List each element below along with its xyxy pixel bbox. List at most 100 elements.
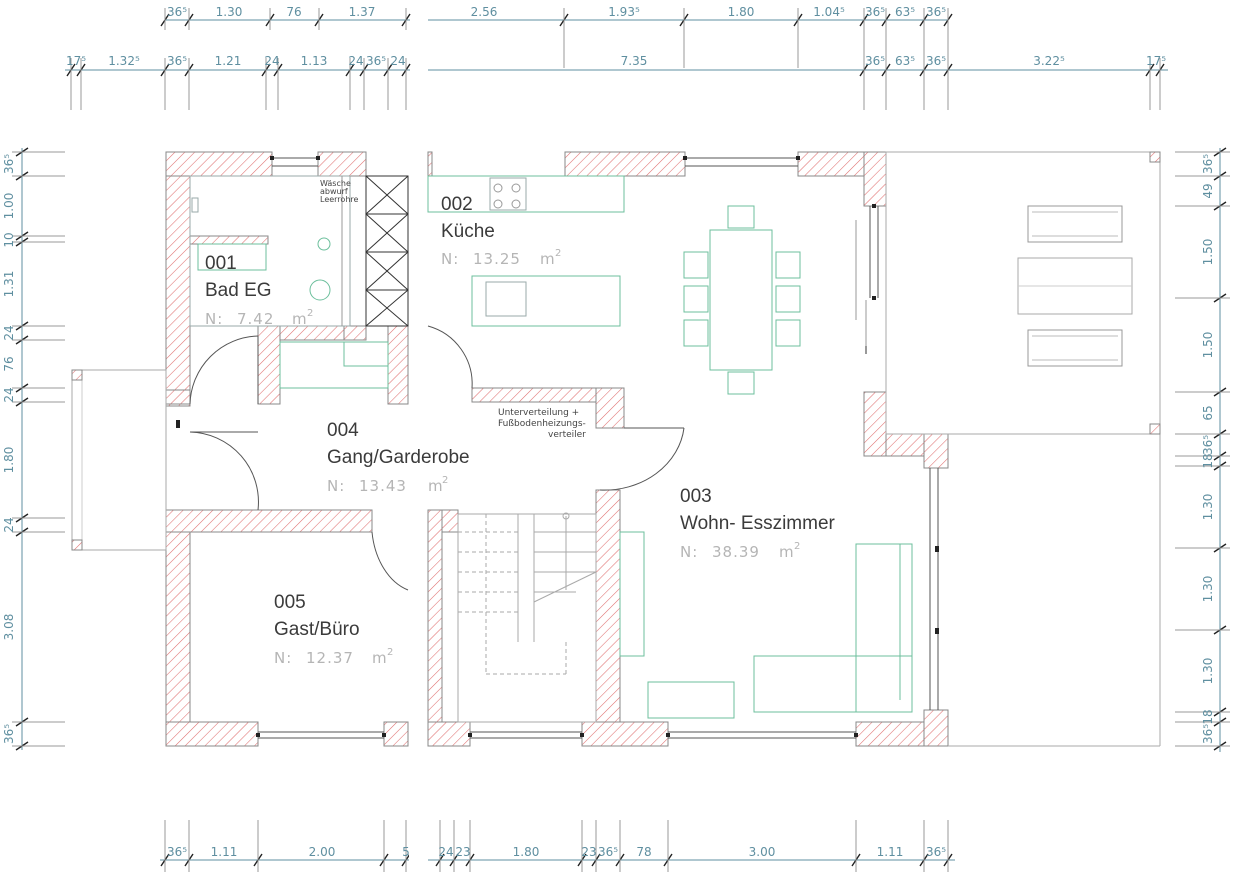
wall: [165, 509, 191, 747]
dim-label: 3.00: [749, 845, 776, 859]
room-area-exp: 2: [555, 248, 562, 259]
room-area-exp: 2: [442, 475, 449, 486]
room-area-prefix: N:: [327, 477, 345, 495]
dimension-labels-top-row-1: 36⁵ 1.30 76 1.37 2.56 1.93⁵ 1.80 1.04⁵ 3…: [167, 5, 946, 19]
room-area-prefix: N:: [441, 250, 459, 268]
dimension-right: 36⁵ 49 1.50 1.50 65 36⁵ 18 1.30 1.30 1.3…: [1175, 147, 1230, 752]
dim-label: 2.00: [309, 845, 336, 859]
room-area-value: 13.25: [473, 250, 521, 268]
note-line: Wäsche: [320, 179, 351, 188]
wall: [564, 151, 686, 177]
dim-label: 1.80: [2, 447, 16, 474]
stairs: [457, 512, 597, 723]
living-furniture: [619, 220, 913, 719]
wall: [923, 709, 949, 747]
dim-label: 2.56: [471, 5, 498, 19]
room-name: Küche: [441, 221, 495, 242]
walls: [165, 151, 949, 747]
dim-label: 1.30: [216, 5, 243, 19]
dim-label: 3.22⁵: [1033, 54, 1065, 68]
wall: [427, 721, 471, 747]
dim-label: 36⁵: [366, 54, 386, 68]
dim-label: 1.50: [1201, 239, 1215, 266]
dim-label: 63⁵: [895, 5, 915, 19]
dim-label: 76: [286, 5, 301, 19]
note-line: verteiler: [548, 430, 586, 440]
dim-label: 10: [2, 232, 16, 247]
wall: [165, 389, 191, 405]
dim-label: 63⁵: [895, 54, 915, 68]
room-area-prefix: N:: [205, 310, 223, 328]
dim-label: 1.30: [1201, 576, 1215, 603]
dim-label: 1.37: [349, 5, 376, 19]
dim-label: 1.50: [1201, 332, 1215, 359]
dim-label: 24: [390, 54, 405, 68]
dimension-labels-top-row-2: 17⁵ 1.32⁵ 36⁵ 1.21 24 1.13 24 36⁵ 24 7.3…: [66, 54, 1166, 68]
wall: [863, 391, 887, 457]
dim-label: 17⁵: [66, 54, 86, 68]
room-area-unit: m: [292, 310, 308, 328]
dim-label: 1.31: [2, 271, 16, 298]
room-name: Gang/Garderobe: [327, 447, 470, 468]
room-name: Gast/Büro: [274, 619, 360, 640]
wall: [595, 489, 621, 723]
room-area-unit: m: [779, 543, 795, 561]
dim-label: 36⁵: [598, 845, 618, 859]
wall: [189, 235, 269, 245]
dim-label: 36⁵: [926, 5, 946, 19]
room-name: Wohn- Esszimmer: [680, 513, 836, 534]
dim-label: 1.11: [877, 845, 904, 859]
room-number: 004: [327, 420, 359, 441]
dim-label: 18: [1201, 709, 1215, 724]
wall: [387, 325, 409, 405]
wall: [317, 151, 367, 177]
dim-label: 1.04⁵: [813, 5, 845, 19]
wall: [165, 721, 259, 747]
installation-shaft: [365, 175, 409, 327]
dim-label: 18: [1201, 453, 1215, 468]
room-number: 001: [205, 253, 237, 274]
room-number: 002: [441, 194, 473, 215]
dim-label: 24: [2, 325, 16, 340]
wall: [581, 721, 669, 747]
dimension-top-row-2: [65, 8, 1168, 110]
note-line: Leerrohre: [320, 195, 359, 204]
kitchen-fixtures: [427, 175, 625, 327]
dim-label: 1.00: [2, 193, 16, 220]
wall: [923, 433, 949, 469]
dim-label: 1.13: [301, 54, 328, 68]
dim-label: 36⁵: [167, 5, 187, 19]
wall: [279, 325, 345, 341]
room-area-prefix: N:: [680, 543, 698, 561]
dim-label: 24: [264, 54, 279, 68]
wall: [427, 509, 443, 723]
room-labels: 001 Bad EG N: 7.42 m 2 002 Küche N: 13.2…: [205, 194, 836, 667]
room-area-prefix: N:: [274, 649, 292, 667]
wall: [343, 325, 367, 341]
dim-label: 36⁵: [2, 724, 16, 744]
wall: [383, 721, 409, 747]
dim-label: 36⁵: [1201, 154, 1215, 174]
dim-label: 36⁵: [926, 54, 946, 68]
dim-label: 36⁵: [167, 54, 187, 68]
wall: [595, 387, 625, 429]
dim-label: 65: [1201, 405, 1215, 420]
note-line: Fußbodenheizungs-: [498, 419, 586, 429]
wall: [165, 151, 273, 177]
room-area-unit: m: [372, 649, 388, 667]
dim-label: 1.80: [513, 845, 540, 859]
dim-label: 36⁵: [2, 154, 16, 174]
dim-label: 78: [636, 845, 651, 859]
dim-label: 24: [2, 387, 16, 402]
dim-label: 36⁵: [1201, 435, 1215, 455]
wall: [885, 433, 925, 457]
room-name: Bad EG: [205, 280, 272, 301]
room-area-value: 7.42: [237, 310, 274, 328]
bathroom-fixtures: [189, 175, 389, 389]
room-area-unit: m: [540, 250, 556, 268]
dim-label: 36⁵: [926, 845, 946, 859]
dim-label: 23: [581, 845, 596, 859]
doors: [189, 325, 685, 591]
dim-label: 36⁵: [865, 54, 885, 68]
dim-label: 49: [1201, 183, 1215, 198]
